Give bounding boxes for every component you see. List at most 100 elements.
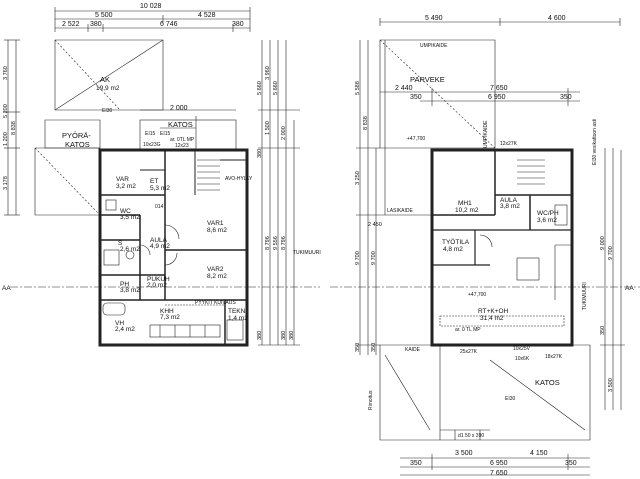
r-bot-d: 7 650	[490, 470, 508, 477]
right-dim-1: 3 960	[265, 66, 271, 80]
r-rt-area: 31,4 m2	[480, 315, 504, 322]
dim-c2: 380	[90, 21, 102, 28]
katos-dim: 2 000	[170, 105, 188, 112]
right-dim-2: 5 660	[273, 81, 279, 95]
katos-name: KATOS	[168, 120, 193, 129]
left-dim-0: 3 760	[3, 66, 9, 80]
room-khh-name: KHH	[160, 308, 174, 315]
lvl1-label: +47,700	[407, 136, 425, 142]
room-wc-area: 3,5 m2	[120, 214, 140, 221]
pyora-line2: KATOS	[65, 140, 90, 149]
r-bot-c1: 350	[410, 460, 422, 467]
pyykki-label: PYYKIT KUIVAUS	[195, 300, 236, 306]
r-dim-d2: 350	[410, 94, 422, 101]
r-dim-a: 5 490	[425, 15, 443, 22]
r-tyo-name: TYÖTILA	[442, 238, 470, 246]
left-house-walls	[98, 148, 249, 347]
umpikaide-label: UMPIKAIDE	[420, 43, 448, 49]
right-dim-9: 380	[257, 331, 263, 340]
r-mh1-area: 10,2 m2	[455, 207, 479, 214]
left-dim-1: 5 200	[3, 104, 9, 118]
room-var2-area: 8,2 m2	[207, 273, 227, 280]
room-aula-area: 4,9 m2	[150, 243, 170, 250]
r-k1827: 18x27K	[545, 354, 563, 360]
r-dim-d3: 6 950	[488, 94, 506, 101]
katos-ei15a: EI15	[145, 131, 156, 137]
note-014: 014	[155, 204, 164, 210]
r-right-dim-2: 350	[600, 326, 606, 335]
r-right-dim-0: 9 000	[600, 236, 606, 250]
lasikaide-label: LASIKAIDE	[387, 208, 414, 214]
dim-total: 10 028	[140, 3, 162, 10]
room-puk-area: 2,0 m2	[147, 282, 167, 289]
ei30v-label: EI30 vesikattoon asti	[592, 119, 598, 165]
r-tyo-area: 4,8 m2	[443, 246, 463, 253]
r-ar-tl: ar. 0 TL MP	[455, 327, 481, 333]
right-labels: 5 490 4 600 7 650 2 440 350 6 950 350 UM…	[355, 15, 634, 477]
room-aula-name: AULA	[150, 237, 168, 244]
right-dim-6: 8 796	[265, 236, 271, 250]
r-aula-name: AULA	[500, 197, 518, 204]
r-k106: 10x6K	[515, 356, 530, 362]
left-labels: 10 028 5 500 4 528 2 522 380 6 746 380 A…	[2, 3, 321, 340]
r-left-dim-6: 9 700	[371, 251, 377, 265]
room-ph-area: 3,8 m2	[120, 287, 140, 294]
left-aa-label: AA	[2, 285, 11, 292]
dim-c1: 2 522	[62, 21, 80, 28]
right-dimension-lines	[356, 18, 625, 476]
right-dim-11: 380	[289, 331, 295, 340]
dim-c3: 6 746	[160, 21, 178, 28]
room-s-name: S	[118, 240, 123, 247]
r-wcph-name: WC/PH	[537, 210, 559, 217]
r-dim-d1: 2 440	[395, 85, 413, 92]
right-house-walls	[430, 148, 574, 347]
r-left-dim-7: 350	[371, 343, 377, 352]
room-et-area: 5,3 m2	[150, 185, 170, 192]
r-tukim: TUKIMUURI	[582, 282, 588, 310]
r-k2527: 25x27K	[460, 349, 478, 355]
room-avo: AVO-HYLLY	[225, 176, 253, 182]
r-bot-c2: 6 950	[490, 460, 508, 467]
room-puk-name: PUKUH	[147, 276, 170, 283]
room-vh-area: 2,4 m2	[115, 326, 135, 333]
r-right-dim-1: 9 700	[608, 246, 614, 260]
left-dim-3: 8 838	[11, 121, 17, 135]
r-bot-c3: 350	[565, 460, 577, 467]
left-dimension-lines	[4, 7, 300, 346]
r-wcph-area: 3,6 m2	[537, 217, 557, 224]
room-var1-name: VAR1	[207, 220, 224, 227]
r-mh1-name: MH1	[458, 200, 472, 207]
r-dim-c: 7 650	[490, 85, 508, 92]
r-k1025: 10x25V	[513, 346, 531, 352]
room-var1-area: 8,6 m2	[207, 227, 227, 234]
tukimuuri-label: TUKIMUURI	[293, 250, 321, 256]
r-lvl2: +47,700	[468, 292, 486, 298]
right-dim-10: 380	[281, 331, 287, 340]
room-tekn-area: 1,4 m2	[228, 315, 248, 322]
left-dim-4: 3 178	[3, 176, 9, 190]
r-left-dim-5: 350	[355, 343, 361, 352]
d1227-label: 12x27K	[500, 141, 518, 147]
r-bot-b: 4 150	[530, 450, 548, 457]
r-sizes: d1 50 x 390	[458, 433, 484, 439]
room-ph-name: PH	[120, 281, 129, 288]
r-rimoitus: Rimoitus	[368, 390, 374, 410]
room-khh-area: 7,3 m2	[160, 314, 180, 321]
right-dim-7: 9 556	[273, 236, 279, 250]
r-rt-name: RT+K+OH	[478, 308, 509, 315]
r-left-dim-3: 2 450	[368, 222, 382, 228]
room-var2-name: VAR2	[207, 266, 224, 273]
ak-name: AK	[100, 75, 110, 84]
r-left-dim-2: 3 250	[355, 171, 361, 185]
room-var-name: VAR	[116, 176, 129, 183]
right-dim-3: 1 500	[265, 121, 271, 135]
r-right-dim-3: 3 500	[608, 378, 614, 392]
parveke-label: PARVEKE	[410, 75, 445, 84]
r-left-dim-0: 5 588	[355, 81, 361, 95]
r-left-dim-1: 8 838	[363, 116, 369, 130]
room-wc-name: WC	[120, 208, 131, 215]
pyora-line1: PYÖRÄ-	[62, 131, 91, 140]
katos-lvl: ar. 0TL MP	[170, 137, 195, 143]
r-aula-area: 3,8 m2	[500, 203, 520, 210]
dim-b: 4 528	[198, 12, 216, 19]
